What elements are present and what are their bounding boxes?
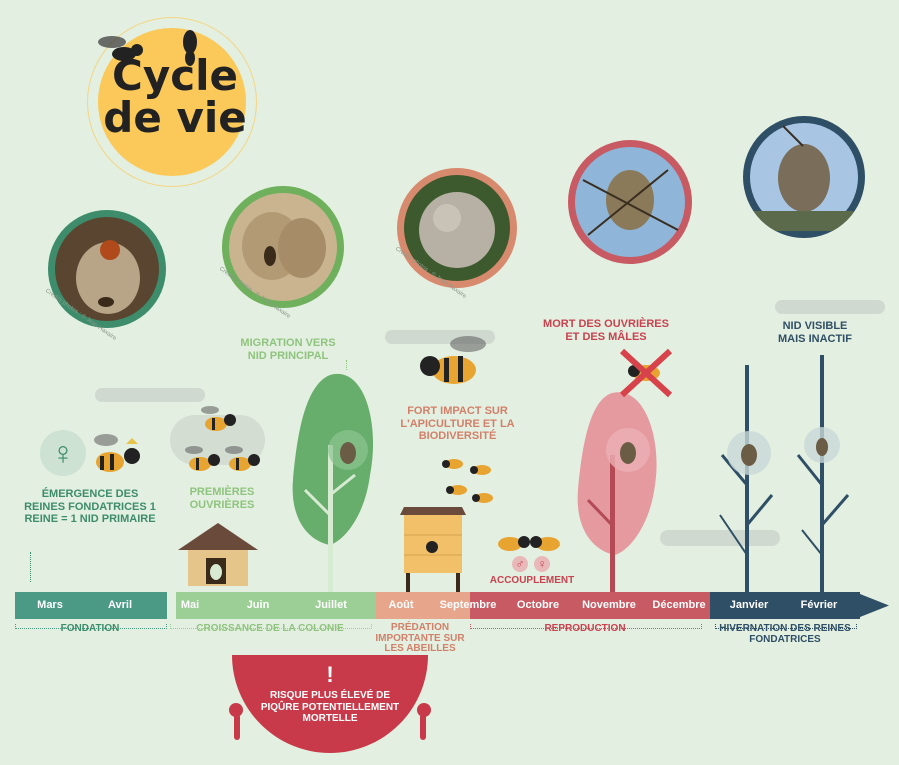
leader-line	[30, 552, 32, 582]
hornet-icon	[185, 446, 220, 471]
photo-main-nest	[397, 168, 517, 288]
bg-cloud	[775, 300, 885, 314]
bandage-icon	[229, 703, 243, 740]
phase-bracket	[170, 624, 372, 629]
male-icon: ♂	[515, 557, 525, 571]
title-line-1: Cycle	[112, 51, 238, 100]
month-novembre: Novembre	[582, 599, 636, 611]
queen-hornet-icon	[94, 434, 140, 472]
tree-autumn	[577, 392, 657, 595]
leader-line	[346, 360, 348, 370]
bandage-icon	[417, 703, 431, 740]
hornet-icon	[201, 406, 236, 431]
event-impact: Fort impact sur l'apiculture et la biodi…	[400, 405, 515, 443]
month-juillet: Juillet	[315, 599, 347, 611]
female-symbol-badge: ♀	[40, 430, 86, 476]
bg-cloud	[660, 530, 780, 546]
hornet-swarm-icon	[442, 459, 493, 503]
hornet-icon	[183, 30, 197, 66]
event-nid-visible: Nid visible mais inactif	[778, 320, 852, 345]
male-symbol-badge: ♂	[512, 556, 528, 572]
tree-winter-2	[796, 355, 850, 593]
month-fevrier: Février	[800, 599, 838, 611]
female-icon: ♀	[51, 435, 75, 471]
photo-tree-nest	[568, 140, 692, 264]
tree-winter-1	[719, 365, 774, 593]
month-mai: Mai	[180, 599, 200, 611]
phase-fondation: Fondation	[60, 623, 120, 634]
month-aout: Août	[388, 599, 414, 611]
month-juin: Juin	[246, 599, 270, 611]
photo-primary-nest	[48, 210, 166, 328]
timeline-arrow	[855, 592, 889, 619]
event-migration: Migration vers nid principal	[240, 337, 336, 362]
mating-hornets-icon	[498, 536, 560, 551]
month-octobre: Octobre	[516, 599, 560, 611]
phase-bracket	[470, 624, 702, 629]
event-mort: Mort des ouvrières et des mâles	[543, 318, 669, 343]
phase-croissance: Croissance de la colonie	[196, 623, 344, 634]
hornet-icon	[225, 446, 260, 471]
title-line-2: de vie	[103, 93, 247, 142]
female-symbol-small-badge: ♀	[534, 556, 550, 572]
event-emergence: Émergence des reines fondatrices 1 reine…	[24, 488, 156, 526]
hornet-icon	[420, 336, 486, 384]
event-accouplement: Accouplement	[489, 575, 575, 586]
event-premieres-ouvrieres: Premières ouvrières	[189, 486, 255, 511]
month-septembre: Septembre	[439, 599, 497, 611]
month-decembre: Décembre	[652, 599, 706, 611]
photo-winter-nest	[743, 116, 865, 238]
phase-bracket	[715, 624, 857, 629]
risk-text: Risque plus élevé de piqûre potentiellem…	[260, 690, 400, 724]
month-avril: Avril	[107, 599, 133, 611]
bg-cloud	[95, 388, 205, 402]
phase-reproduction: Reproduction	[544, 623, 626, 634]
beehive-icon	[400, 507, 466, 593]
photo-growing-nest	[222, 186, 344, 308]
primary-nest-house	[178, 523, 258, 586]
risk-exclamation-icon: !	[326, 662, 334, 687]
female-icon: ♀	[537, 557, 547, 571]
phase-bracket	[15, 624, 167, 629]
page-title: Cycle de vie	[100, 55, 250, 139]
month-janvier: Janvier	[729, 599, 769, 611]
phase-hivernation: Hivernation des reines fondatrices	[719, 623, 851, 645]
tree-summer	[292, 373, 374, 595]
dead-hornet-icon	[619, 348, 673, 398]
hornet-icon	[98, 36, 143, 61]
timeline-bar	[15, 592, 860, 619]
month-mars: Mars	[37, 599, 63, 611]
phase-predation: Prédation importante sur les abeilles	[375, 622, 465, 654]
